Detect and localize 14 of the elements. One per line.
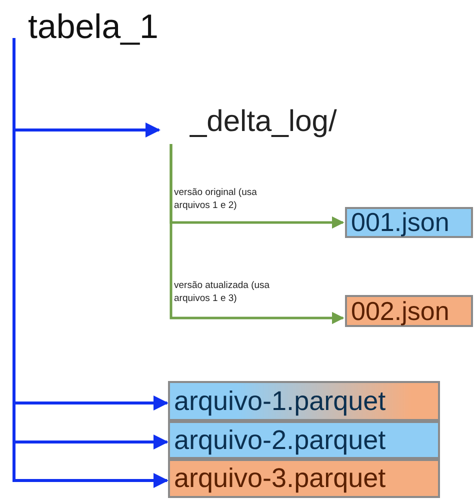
file-name: arquivo-2.parquet <box>174 424 386 456</box>
file-box <box>345 295 473 327</box>
file-name: arquivo-1.parquet <box>174 386 386 416</box>
file-name: 001.json <box>351 207 450 238</box>
file-name: 002.json <box>351 296 450 326</box>
file-box <box>168 381 440 421</box>
edge-label: versão atualizada (usa arquivos 1 e 3) <box>174 279 270 305</box>
folder-title: tabela_1 <box>28 8 158 46</box>
folder-name: _delta_log/ <box>190 105 337 139</box>
file-box <box>345 207 473 238</box>
file-box <box>168 459 440 498</box>
file-name: arquivo-3.parquet <box>174 463 386 494</box>
arrow <box>170 144 344 324</box>
file-box <box>168 421 440 459</box>
